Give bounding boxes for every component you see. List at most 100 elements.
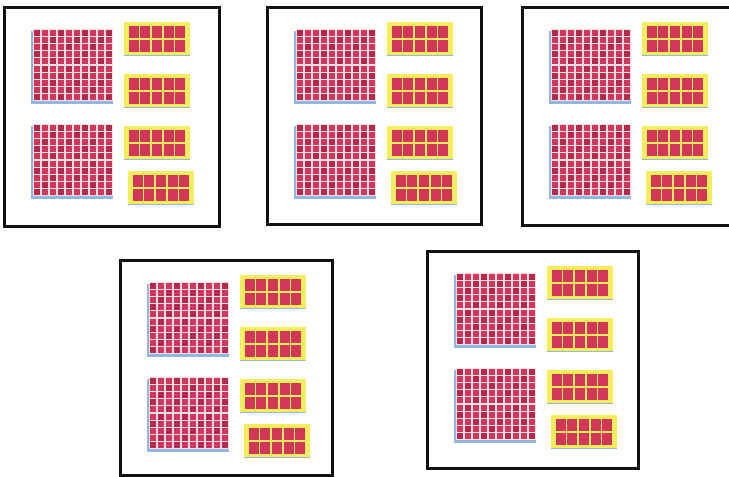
stamp-cell	[529, 274, 536, 280]
strip-stamp	[392, 92, 402, 104]
stamp-cell	[592, 139, 599, 145]
stamp-cell	[150, 333, 157, 339]
strip-stamp	[670, 40, 680, 52]
stamp-cell	[369, 94, 376, 100]
stamp-cell	[529, 288, 536, 294]
stamp-cell	[313, 51, 320, 57]
stamp-cell	[529, 317, 536, 323]
stamp-cell	[174, 333, 181, 339]
stamp-cell	[98, 30, 105, 36]
stamp-cell	[624, 58, 631, 64]
strip-stamp	[552, 270, 562, 282]
stamp-cell	[465, 383, 472, 389]
strip-stamp	[438, 130, 448, 142]
strip-stamp	[164, 92, 174, 104]
stamp-cell	[552, 125, 559, 131]
stamp-cell	[353, 182, 360, 188]
stamp-cell	[206, 421, 213, 427]
strip-stamp	[140, 92, 150, 104]
stamp-cell	[600, 161, 607, 167]
stamp-cell	[90, 182, 97, 188]
stamp-cell	[353, 44, 360, 50]
stamp-cell	[329, 132, 336, 138]
stamp-cell	[592, 66, 599, 72]
stamp-cell	[42, 80, 49, 86]
stamp-cell	[222, 392, 229, 398]
stamp-cell	[337, 182, 344, 188]
stamp-cell	[521, 331, 528, 337]
stamp-cell	[505, 405, 512, 411]
stamp-cell	[190, 428, 197, 434]
stamp-cell	[166, 414, 173, 420]
panel-1	[3, 6, 221, 228]
stamp-cell	[297, 73, 304, 79]
stamp-cell	[321, 37, 328, 43]
stamp-cell	[465, 412, 472, 418]
stamp-cell	[190, 304, 197, 310]
stamp-cell	[361, 80, 368, 86]
stamp-cell	[521, 317, 528, 323]
stamp-cell	[473, 433, 480, 439]
stamp-cell	[174, 304, 181, 310]
stamp-cell	[568, 175, 575, 181]
stamp-cell	[568, 182, 575, 188]
stamp-cell	[624, 80, 631, 86]
stamp-cell	[305, 80, 312, 86]
stamp-cell	[90, 153, 97, 159]
stamp-cell	[560, 51, 567, 57]
strip-stamp	[442, 189, 452, 201]
stamp-cell	[489, 288, 496, 294]
stamp-cell	[166, 385, 173, 391]
stamp-cell	[98, 182, 105, 188]
stamp-cell	[50, 94, 57, 100]
stamp-cell	[190, 392, 197, 398]
stamp-cell	[353, 161, 360, 167]
stamp-cell	[166, 326, 173, 332]
stamp-cell	[182, 385, 189, 391]
stamp-cell	[513, 433, 520, 439]
stamp-cell	[90, 189, 97, 195]
stamp-cell	[624, 182, 631, 188]
stamp-cell	[369, 189, 376, 195]
strip-stamp	[552, 388, 562, 400]
stamp-cell	[206, 333, 213, 339]
strip-stamp	[647, 144, 657, 156]
strip-stamp	[256, 331, 266, 343]
stamp-cell	[361, 51, 368, 57]
stamp-cell	[529, 419, 536, 425]
stamp-cell	[214, 399, 221, 405]
stamp-cell	[106, 125, 113, 131]
stamp-cell	[198, 340, 205, 346]
stamp-cell	[50, 182, 57, 188]
stamp-cell	[624, 87, 631, 93]
strip-stamp	[284, 428, 294, 440]
stamp-cell	[166, 304, 173, 310]
stamp-cell	[481, 412, 488, 418]
stamp-cell	[369, 161, 376, 167]
stamp-cell	[74, 80, 81, 86]
strip-stamp	[144, 189, 154, 201]
stamp-cell	[608, 189, 615, 195]
stamp-strip-2	[642, 74, 708, 108]
stamp-cell	[473, 317, 480, 323]
stamp-cell	[182, 319, 189, 325]
stamp-cell	[465, 281, 472, 287]
strip-stamp	[670, 92, 680, 104]
strip-stamp	[682, 40, 692, 52]
strip-stamp	[682, 144, 692, 156]
stamp-cell	[90, 146, 97, 152]
stamp-cell	[58, 66, 65, 72]
stamp-cell	[560, 182, 567, 188]
stamp-cell	[337, 94, 344, 100]
stamp-cell	[297, 175, 304, 181]
stamp-strip-3	[642, 126, 708, 160]
stamp-cell	[481, 369, 488, 375]
stamp-cell	[166, 283, 173, 289]
stamp-cell	[222, 290, 229, 296]
stamp-cell	[66, 175, 73, 181]
stamp-cell	[297, 44, 304, 50]
stamp-cell	[608, 80, 615, 86]
stamp-cell	[529, 302, 536, 308]
stamp-cell	[529, 324, 536, 330]
stamp-cell	[353, 139, 360, 145]
